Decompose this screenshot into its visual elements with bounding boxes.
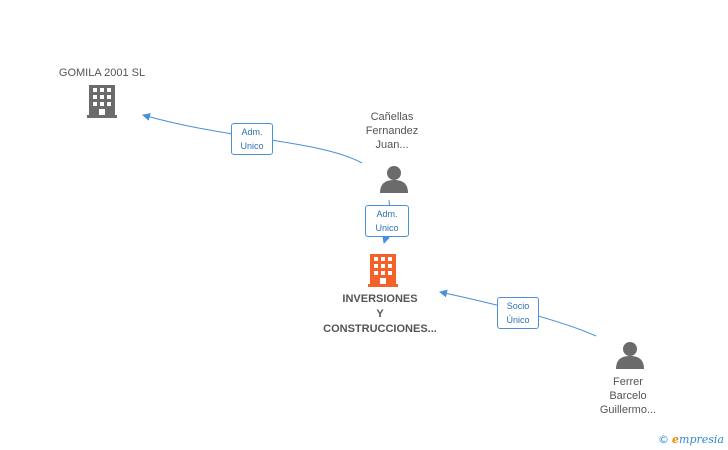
building-icon[interactable] (87, 85, 117, 118)
node-label-inversiones[interactable]: INVERSIONES Y CONSTRUCCIONES... (323, 293, 437, 335)
node-label-gomila[interactable]: GOMILA 2001 SL (58, 67, 146, 79)
brand-initial: e (672, 433, 680, 446)
node-label-ferrer[interactable]: Ferrer Barcelo Guillermo... (599, 376, 657, 416)
edge-label-adm-unico[interactable]: Adm. Unico (365, 205, 409, 237)
building-icon-main[interactable] (368, 254, 398, 287)
edge-label-adm-unico[interactable]: Adm. Unico (231, 123, 273, 155)
person-icon[interactable] (380, 166, 408, 193)
brand-name: mpresia (679, 433, 724, 446)
empresia-watermark: ©empresia (658, 433, 724, 446)
person-icon[interactable] (616, 342, 644, 369)
edge-label-socio-unico[interactable]: Socio Único (497, 297, 539, 329)
node-label-canellas[interactable]: Cañellas Fernandez Juan... (365, 111, 419, 151)
copyright-icon: © (658, 433, 670, 446)
